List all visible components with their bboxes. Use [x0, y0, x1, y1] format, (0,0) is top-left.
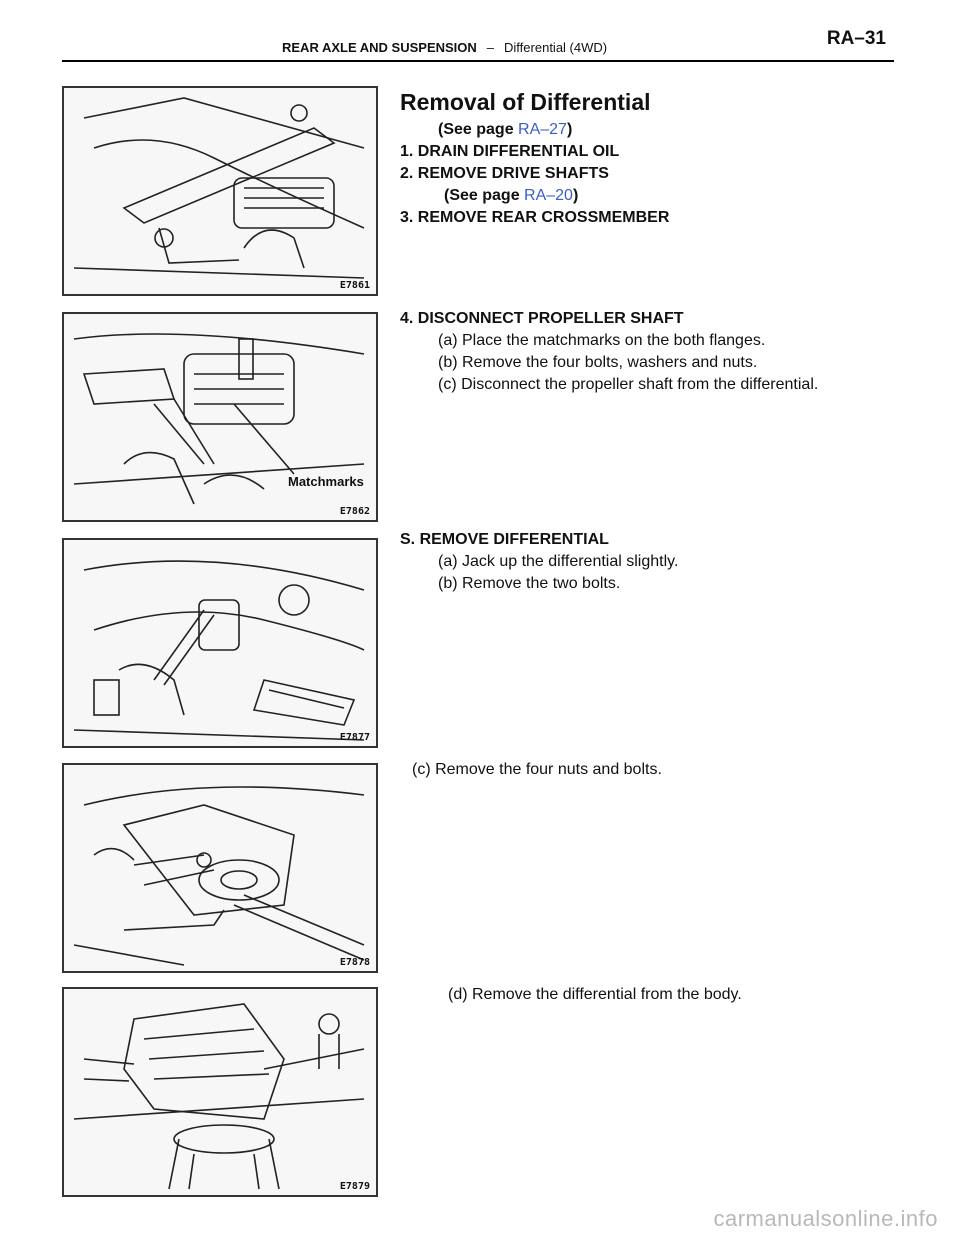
figure-crossmember-removal: E7861	[62, 86, 378, 296]
step-4c: (c) Disconnect the propeller shaft from …	[438, 376, 819, 393]
matchmarks-label: Matchmarks	[288, 474, 364, 489]
step-3: 3. REMOVE REAR CROSSMEMBER	[400, 209, 670, 226]
figure-code: E7861	[339, 280, 370, 291]
figure-nuts-bolts: E7878	[62, 763, 378, 973]
header-rule	[62, 60, 894, 62]
header-breadcrumb: REAR AXLE AND SUSPENSION–Differential (4…	[282, 40, 607, 55]
see-page-ref-2: (See page RA–20)	[444, 187, 579, 204]
figure-propeller-shaft: Matchmarks E7862	[62, 312, 378, 522]
header-separator: –	[486, 40, 495, 55]
step-5a: (a) Jack up the differential slightly.	[438, 553, 679, 570]
step-2: 2. REMOVE DRIVE SHAFTS	[400, 165, 609, 182]
see-page-ref-1: (See page RA–27)	[438, 121, 573, 138]
step-4b: (b) Remove the four bolts, washers and n…	[438, 354, 758, 371]
header-subsection: Differential (4WD)	[504, 40, 608, 55]
watermark: carmanualsonline.info	[713, 1206, 938, 1231]
section-step-5: S. REMOVE DIFFERENTIAL (a) Jack up the d…	[400, 529, 678, 595]
figure-code: E7879	[339, 1181, 370, 1192]
figure-remove-differential: E7879	[62, 987, 378, 1197]
link-ra-20[interactable]: RA–20	[524, 187, 573, 204]
header-section: REAR AXLE AND SUSPENSION	[282, 40, 477, 55]
step-5c: (c) Remove the four nuts and bolts.	[412, 761, 662, 778]
page-number: RA–31	[826, 28, 886, 49]
figure-code: E7877	[339, 732, 370, 743]
section-step-4: 4. DISCONNECT PROPELLER SHAFT (a) Place …	[400, 308, 818, 396]
step-4: 4. DISCONNECT PROPELLER SHAFT	[400, 310, 684, 327]
illustration-matchmarks	[73, 333, 365, 505]
illustration-remove-bolts	[73, 560, 365, 741]
figure-code: E7862	[339, 506, 370, 517]
figure-code: E7878	[339, 957, 370, 968]
step-1: 1. DRAIN DIFFERENTIAL OIL	[400, 143, 620, 160]
illustration-wrench-crossmember	[73, 97, 365, 279]
section-removal: Removal of Differential (See page RA–27)…	[400, 88, 669, 229]
step-5b: (b) Remove the two bolts.	[438, 575, 621, 592]
figure-jack-differential: E7877	[62, 538, 378, 748]
page-title: Removal of Differential	[400, 89, 651, 115]
step-4a: (a) Place the matchmarks on the both fla…	[438, 332, 766, 349]
link-ra-27[interactable]: RA–27	[518, 121, 567, 138]
illustration-remove-nuts	[73, 786, 365, 966]
step-5d: (d) Remove the differential from the bod…	[448, 986, 742, 1003]
step-5: S. REMOVE DIFFERENTIAL	[400, 531, 609, 548]
illustration-differential-on-jack	[73, 1003, 365, 1190]
page-header: REAR AXLE AND SUSPENSION–Differential (4…	[62, 26, 894, 62]
